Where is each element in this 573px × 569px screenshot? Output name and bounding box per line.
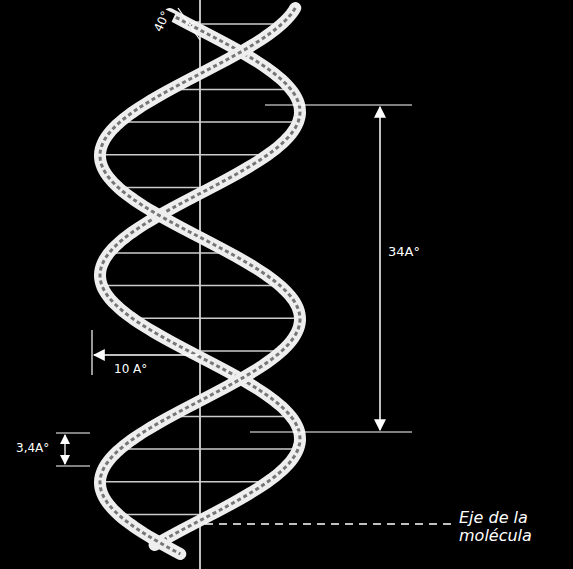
dimension-tick bbox=[265, 104, 412, 105]
dimension-label: 34A° bbox=[386, 244, 422, 261]
axis-leader bbox=[205, 523, 452, 525]
base-pair bbox=[188, 350, 281, 352]
molecule-axis bbox=[199, 0, 201, 569]
dimension-tick bbox=[56, 465, 90, 466]
base-pair bbox=[170, 416, 290, 418]
base-pair bbox=[132, 318, 300, 320]
dimension-tick bbox=[250, 431, 412, 432]
angle-line bbox=[178, 8, 200, 40]
pitch-dimension bbox=[379, 107, 381, 430]
dimension-tick bbox=[56, 432, 90, 433]
helix-strand bbox=[100, 8, 300, 554]
base-pair bbox=[170, 89, 290, 91]
angle-arc bbox=[189, 22, 200, 25]
dimension-label: 40° bbox=[150, 7, 175, 37]
rise-dimension bbox=[64, 435, 65, 464]
base-pair bbox=[109, 252, 229, 254]
base-pair bbox=[102, 285, 280, 287]
helix-strands bbox=[100, 8, 300, 554]
strand-shading bbox=[100, 8, 300, 554]
base-pairs bbox=[100, 24, 300, 547]
base-pair bbox=[188, 23, 281, 25]
dimension-tick bbox=[91, 330, 92, 375]
axis-label: Eje de la molécula bbox=[457, 508, 569, 547]
dimension-label: 3,4A° bbox=[14, 441, 51, 457]
dimension-label: 10 A° bbox=[112, 362, 149, 378]
base-pair bbox=[100, 154, 268, 156]
base-pair bbox=[120, 121, 298, 123]
base-pair bbox=[100, 481, 268, 483]
radius-dimension bbox=[94, 354, 199, 356]
base-pair bbox=[120, 448, 298, 450]
